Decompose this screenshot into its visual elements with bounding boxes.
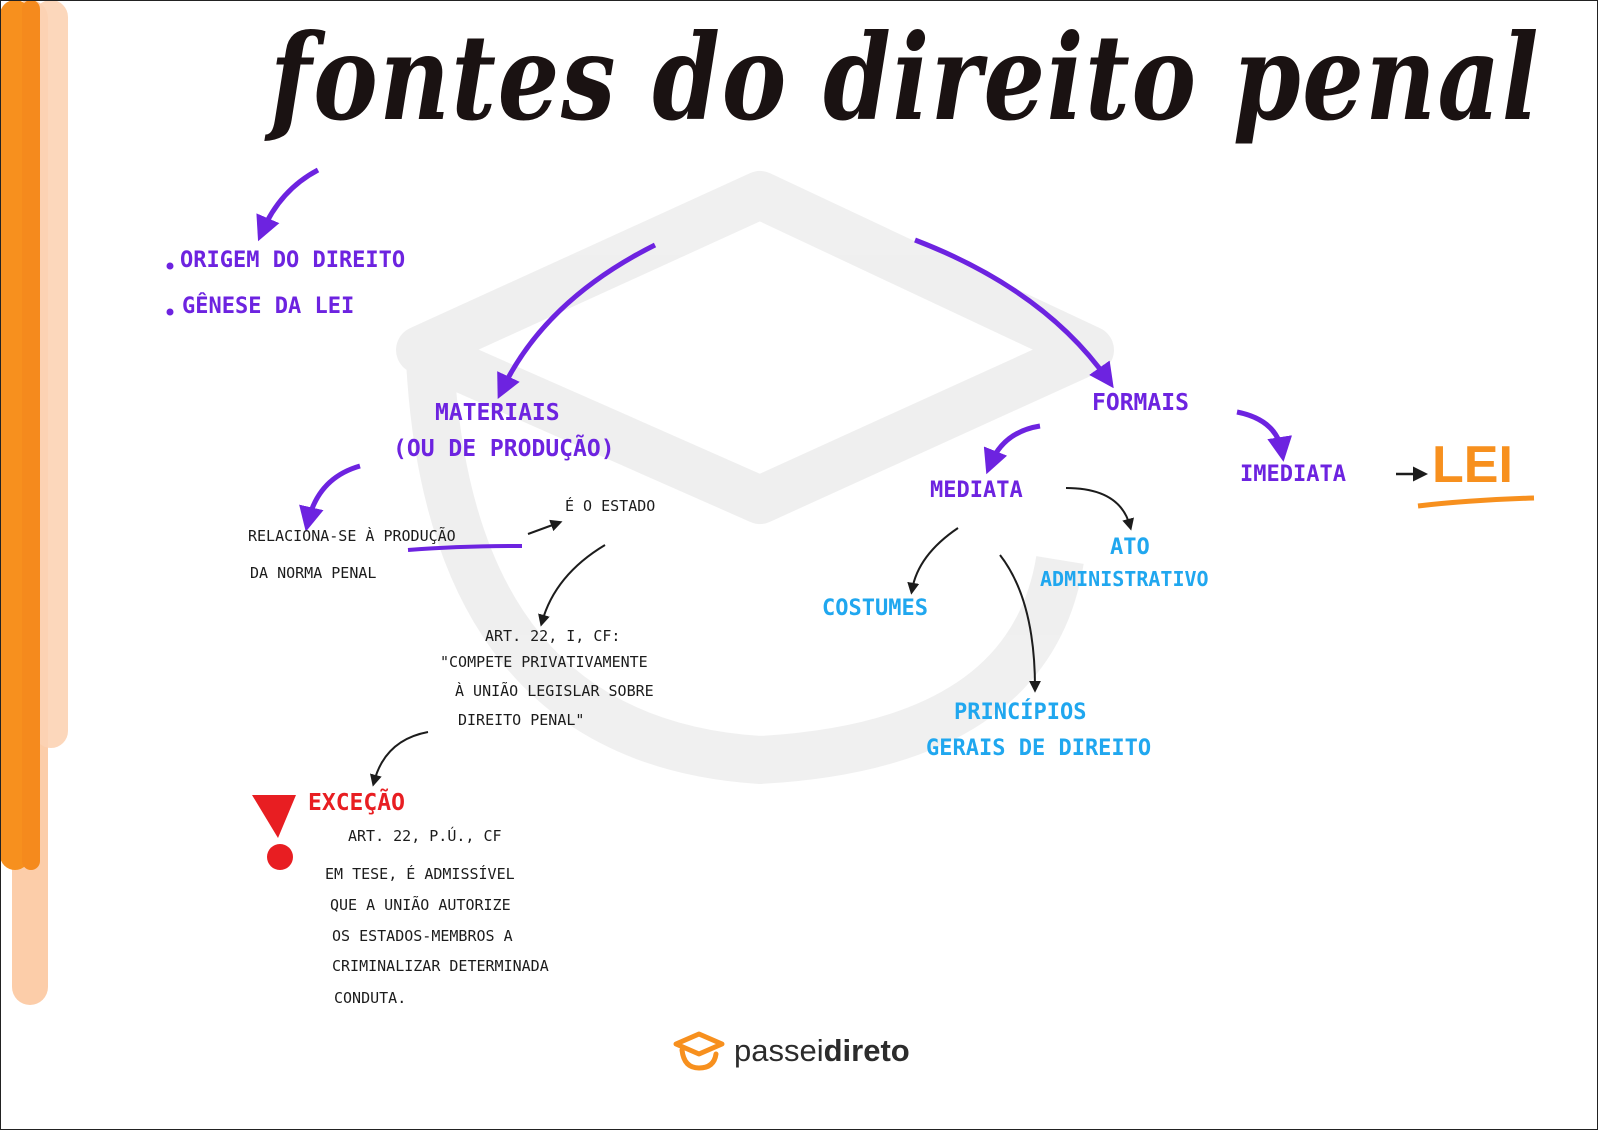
excecao-label: EXCEÇÃO — [308, 790, 405, 816]
bullet-dot — [166, 308, 174, 316]
exclamation-icon — [252, 795, 296, 870]
node-gerais-de-direito: GERAIS DE DIREITO — [926, 736, 1152, 761]
node-materiais-sub: (OU DE PRODUÇÃO) — [393, 436, 615, 462]
quote-line2: À UNIÃO LEGISLAR SOBRE — [455, 682, 654, 700]
quote-line3: DIREITO PENAL" — [458, 711, 585, 729]
excecao-line5: CONDUTA. — [334, 989, 407, 1007]
desc-line1: RELACIONA-SE À PRODUÇÃO — [248, 527, 456, 545]
arrow-mediata-to-principios — [999, 554, 1041, 693]
underline-lei — [1417, 495, 1535, 509]
arrow-mediata-to-costumes — [907, 527, 959, 595]
excecao-line1: EM TESE, É ADMISSÍVEL — [325, 865, 515, 883]
arrow-materiais-to-desc — [299, 463, 361, 532]
arrow-to-materiais — [497, 242, 657, 400]
decorative-stripe-orange-inner — [22, 0, 40, 870]
excecao-line2: QUE A UNIÃO AUTORIZE — [330, 896, 511, 914]
node-imediata: IMEDIATA — [1240, 462, 1346, 487]
node-principios: PRINCÍPIOS — [954, 700, 1087, 725]
node-ato: ATO — [1110, 535, 1150, 560]
node-lei: LEI — [1432, 436, 1513, 494]
node-administrativo: ADMINISTRATIVO — [1040, 567, 1209, 591]
node-materiais: MATERIAIS — [435, 400, 560, 426]
arrow-producao-to-estado — [527, 519, 563, 535]
arrow-quote-to-excecao — [370, 731, 429, 787]
excecao-line3: OS ESTADOS-MEMBROS A — [332, 927, 513, 945]
art-ref: ART. 22, I, CF: — [485, 627, 621, 645]
logo-text: passeidireto — [734, 1033, 910, 1068]
arrow-title-to-origem — [256, 167, 320, 242]
node-mediata: MEDIATA — [930, 478, 1023, 503]
page-title: fontes do direito penal — [270, 8, 1541, 147]
arrow-mediata-to-ato — [1065, 487, 1134, 531]
bullet-genese: GÊNESE DA LEI — [182, 294, 355, 319]
node-formais: FORMAIS — [1092, 390, 1189, 416]
bullet-origem: ORIGEM DO DIREITO — [180, 248, 406, 273]
desc-highlight: PRODUÇÃO — [383, 527, 456, 545]
quote-line1: "COMPETE PRIVATIVAMENTE — [440, 653, 648, 671]
arrow-formais-to-mediata — [983, 423, 1041, 475]
excecao-ref: ART. 22, P.Ú., CF — [348, 827, 502, 845]
arrow-to-formais — [914, 237, 1114, 389]
arrow-formais-to-imediata — [1236, 409, 1293, 462]
node-costumes: COSTUMES — [822, 596, 928, 621]
bullet-dot — [166, 262, 174, 270]
arrow-estado-to-art — [538, 544, 606, 627]
excecao-line4: CRIMINALIZAR DETERMINADA — [332, 957, 549, 975]
underline-producao — [407, 544, 523, 552]
desc-prefix: RELACIONA-SE À — [248, 527, 375, 545]
passeidireto-logo: passeidireto — [672, 1030, 910, 1072]
desc-line2: DA NORMA PENAL — [250, 564, 377, 582]
logo-cap-icon — [673, 1031, 725, 1071]
estado-text: É O ESTADO — [565, 497, 656, 515]
